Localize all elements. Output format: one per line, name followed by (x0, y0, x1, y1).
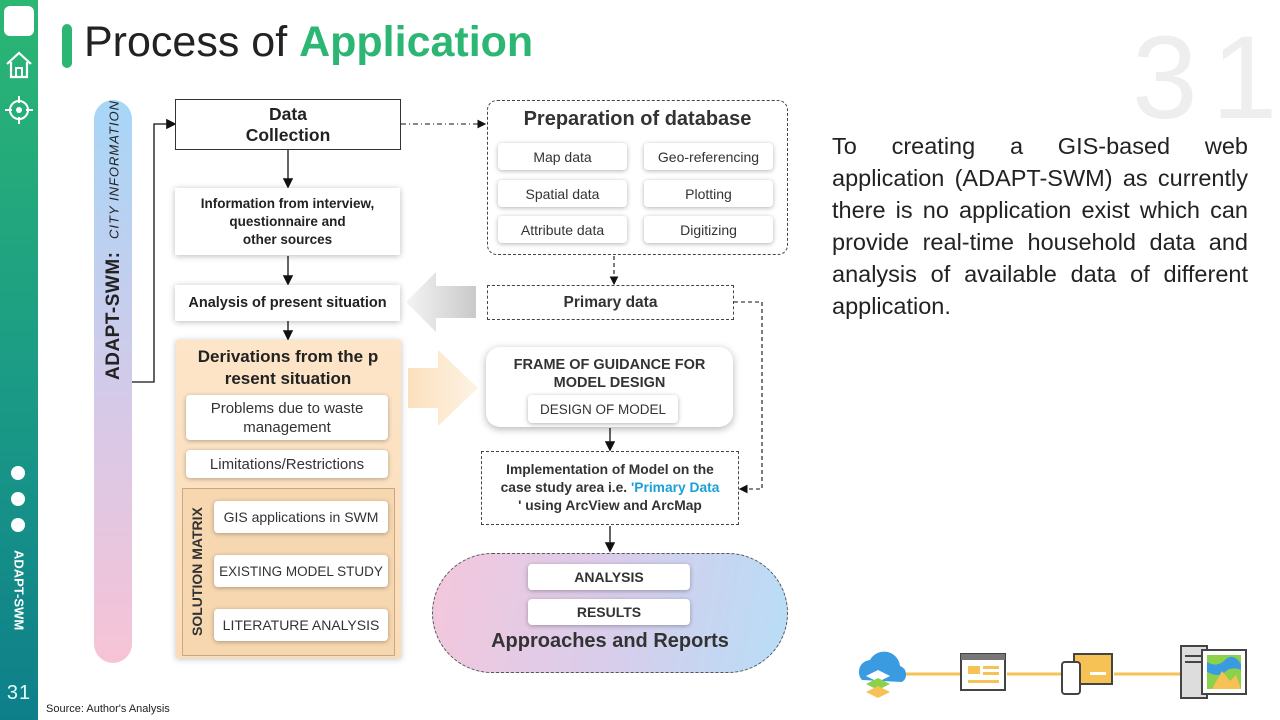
home-button[interactable] (4, 50, 34, 80)
approaches-title: Approaches and Reports (491, 630, 729, 652)
derivation-item: Problems due to waste management (186, 395, 388, 440)
slide-dot-3[interactable] (11, 518, 25, 532)
title-accent-bar (62, 24, 72, 68)
source-note: Source: Author's Analysis (46, 703, 170, 715)
data-collection-box: Data Collection (175, 99, 401, 150)
approaches-oval (432, 553, 788, 673)
slide-number-watermark: 31 (1132, 12, 1280, 144)
primary-data-highlight: 'Primary Data (630, 480, 720, 495)
derivation-item: Limitations/Restrictions (186, 450, 388, 478)
next-slide-button[interactable]: >> (4, 6, 34, 36)
information-box: Information from interview, questionnair… (175, 188, 400, 255)
matrix-item: LITERATURE ANALYSIS (214, 609, 388, 641)
devices-icon (1061, 653, 1113, 695)
analysis-present-box: Analysis of present situation (175, 285, 400, 321)
database-item: Map data (498, 143, 627, 170)
database-item: Spatial data (498, 180, 627, 207)
matrix-item: EXISTING MODEL STUDY (214, 555, 388, 587)
home-icon (6, 51, 32, 79)
slide-dot-2[interactable] (11, 492, 25, 506)
title-prefix: Process of (84, 18, 300, 66)
frame-of-guidance-title: FRAME OF GUIDANCE FOR MODEL DESIGN (513, 357, 706, 391)
database-window-icon (960, 653, 1006, 691)
right-block-arrow (408, 350, 478, 426)
title-highlight: Application (299, 18, 534, 66)
workflow-icon-strip (858, 645, 1247, 699)
map-computer-icon (1180, 645, 1247, 699)
city-label-secondary: CITY INFORMATION (106, 100, 122, 240)
database-item: Geo-referencing (644, 143, 773, 170)
solution-matrix-label: SOLUTION MATRIX (189, 507, 205, 637)
design-of-model-label: DESIGN OF MODEL (528, 395, 678, 423)
page-number: 31 (6, 682, 32, 704)
cloud-layers-icon (858, 651, 907, 698)
left-block-arrow (406, 272, 476, 332)
city-information-label: ADAPT-SWM: CITY INFORMATION (100, 100, 128, 530)
database-item: Plotting (644, 180, 773, 207)
derivations-title: Derivations from the p resent situation (197, 347, 379, 388)
target-button[interactable] (4, 95, 34, 125)
implementation-box: Implementation of Model on the case stud… (481, 451, 739, 525)
database-item: Digitizing (644, 216, 773, 243)
description-text: To creating a GIS-based web application … (832, 133, 1248, 319)
city-label-primary: ADAPT-SWM: (103, 251, 124, 380)
primary-data-box: Primary data (487, 285, 734, 320)
database-item: Attribute data (498, 216, 627, 243)
page-title: Process of Application (84, 18, 533, 67)
matrix-item: GIS applications in SWM (214, 501, 388, 533)
city-information-bar (94, 100, 132, 663)
approach-item: RESULTS (528, 599, 690, 625)
approach-item: ANALYSIS (528, 564, 690, 590)
implementation-text: Implementation of Model on the case stud… (500, 462, 720, 513)
side-rail: >> ADAPT-SWM 31 (0, 0, 38, 720)
slide-dot-1[interactable] (11, 466, 25, 480)
database-title: Preparation of database (523, 108, 752, 130)
crosshair-icon (5, 96, 33, 124)
side-title: ADAPT-SWM (11, 550, 27, 631)
